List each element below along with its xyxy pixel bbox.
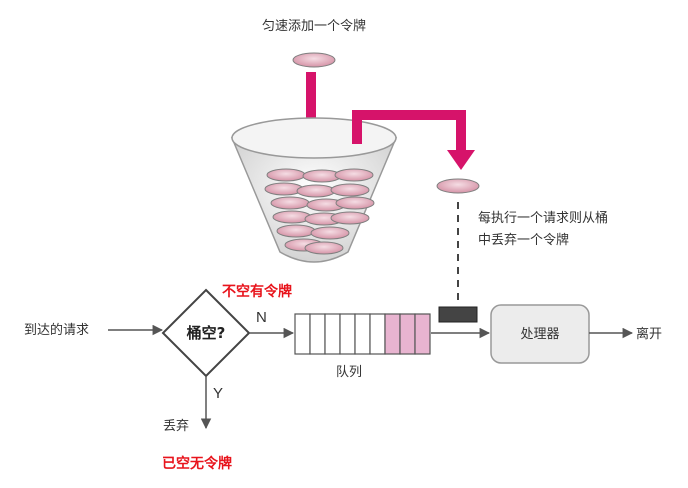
branch-y-label: Y bbox=[213, 385, 223, 402]
queue-slot-empty bbox=[324, 313, 341, 355]
bucket-token bbox=[330, 211, 370, 225]
discard-label: 丢弃 bbox=[163, 419, 189, 434]
token-out-arrow bbox=[352, 110, 475, 170]
branch-n-label: N bbox=[256, 309, 267, 326]
decision-label: 桶空? bbox=[187, 324, 226, 342]
queue-slot-empty bbox=[369, 313, 386, 355]
processor-label: 处理器 bbox=[520, 327, 559, 342]
bucket-token bbox=[334, 168, 374, 182]
outgoing-token bbox=[436, 178, 480, 194]
queue-slot-empty bbox=[309, 313, 326, 355]
bucket-token bbox=[264, 182, 304, 196]
bucket-token bbox=[335, 196, 375, 210]
not-empty-label: 不空有令牌 bbox=[222, 283, 292, 300]
empty-label: 已空无令牌 bbox=[162, 455, 232, 472]
queue-slot-empty bbox=[339, 313, 356, 355]
incoming-token bbox=[292, 52, 336, 68]
token-discard-label-line1: 每执行一个请求则从桶 bbox=[478, 210, 608, 226]
bucket-token bbox=[330, 183, 370, 197]
token-add-label: 匀速添加一个令牌 bbox=[262, 18, 366, 34]
queue-slot-empty bbox=[294, 313, 311, 355]
queue-slot-filled bbox=[399, 313, 416, 355]
leave-label: 离开 bbox=[636, 326, 662, 342]
processor-box: 处理器 bbox=[490, 304, 590, 364]
queue-slot-filled bbox=[414, 313, 431, 355]
bucket-token bbox=[276, 224, 316, 238]
bucket-token bbox=[304, 241, 344, 255]
bucket-token bbox=[266, 168, 306, 182]
bucket-tokens bbox=[264, 168, 375, 255]
bucket-token bbox=[310, 226, 350, 240]
token-discard-label-line2: 中丢弃一个令牌 bbox=[478, 232, 569, 248]
bucket-empty-decision: 桶空? bbox=[161, 288, 251, 378]
queue-label: 队列 bbox=[336, 365, 362, 380]
bucket-token bbox=[296, 184, 336, 198]
request-queue bbox=[294, 313, 431, 355]
incoming-request-label: 到达的请求 bbox=[24, 322, 89, 338]
bucket-token bbox=[272, 210, 312, 224]
gate-block bbox=[438, 306, 478, 323]
queue-slot-filled bbox=[384, 313, 401, 355]
queue-slot-empty bbox=[354, 313, 371, 355]
bucket-token bbox=[270, 196, 310, 210]
